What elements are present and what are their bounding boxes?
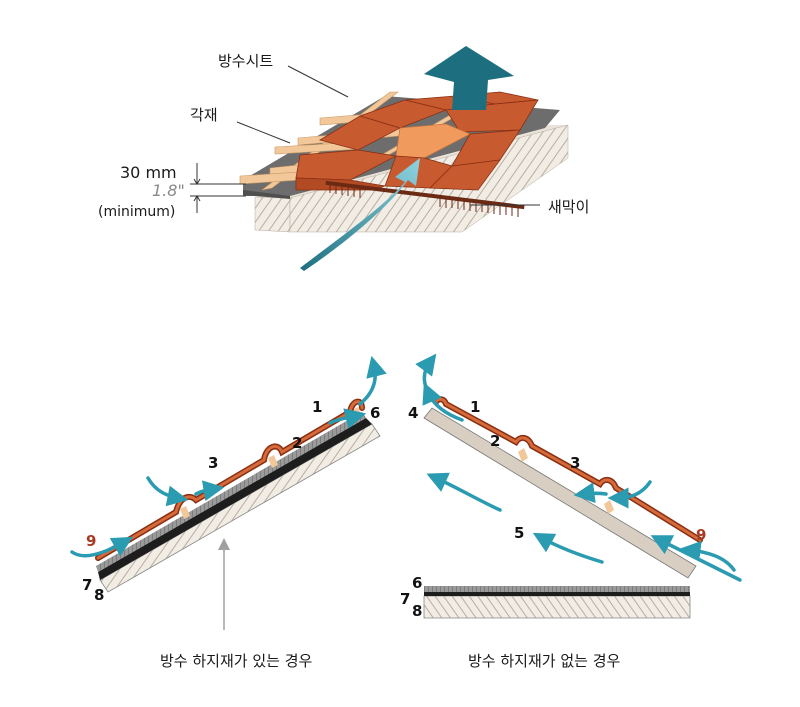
roof-tile xyxy=(295,149,398,181)
grey-layer xyxy=(96,412,366,572)
callout-3: 3 xyxy=(570,454,580,472)
callout-2: 2 xyxy=(490,432,500,450)
callout-9: 9 xyxy=(696,526,706,544)
right-caption: 방수 하지재가 없는 경우 xyxy=(468,652,621,670)
dimension-metric-label: 30 mm xyxy=(120,163,177,182)
ceiling-slab xyxy=(423,595,691,619)
left-section-illustration: 1 2 3 6 7 8 9 방수 하지재가 있는 경우 xyxy=(70,355,387,670)
underlay-membrane xyxy=(98,418,372,580)
callout-9: 9 xyxy=(86,532,96,550)
dimension-marker xyxy=(190,163,246,213)
membrane-leader-line xyxy=(287,65,349,98)
callout-4: 4 xyxy=(408,404,418,422)
callout-5: 5 xyxy=(514,524,524,542)
callout-8: 8 xyxy=(412,602,422,620)
airflow-arrows xyxy=(70,355,387,558)
deck-front xyxy=(254,196,291,233)
sloped-deck xyxy=(423,407,697,579)
ceiling-grey-layer xyxy=(424,586,690,592)
ceiling-membrane xyxy=(424,592,690,596)
roof-tile xyxy=(429,159,501,191)
callout-3: 3 xyxy=(208,454,218,472)
callout-8: 8 xyxy=(94,586,104,604)
airflow-arrows xyxy=(415,353,742,582)
exhaust-arrow-icon xyxy=(424,46,514,110)
roof-deck xyxy=(99,423,381,593)
callout-1: 1 xyxy=(470,398,480,416)
counter-batten-section xyxy=(518,448,528,462)
membrane-edge xyxy=(243,190,290,199)
dimension-note-label: (minimum) xyxy=(98,204,175,220)
counter-batten-section xyxy=(268,455,278,468)
counter-batten-section xyxy=(180,506,190,519)
airflow-arrow-icon xyxy=(300,158,420,271)
callout-7: 7 xyxy=(82,576,92,594)
right-section-illustration: 1 2 3 4 5 6 7 8 9 방수 하지재가 없는 경우 xyxy=(400,353,742,670)
membrane-label: 방수시트 xyxy=(218,52,273,70)
batten-leader-line xyxy=(236,121,291,144)
callout-2: 2 xyxy=(292,434,302,452)
batten-label: 각재 xyxy=(190,106,218,124)
callout-6: 6 xyxy=(412,574,422,592)
callout-7: 7 xyxy=(400,590,410,608)
dimension-imperial-label: 1.8" xyxy=(152,181,185,200)
bird-guard-comb xyxy=(325,180,525,217)
callout-6: 6 xyxy=(370,404,380,422)
roof-tile-highlight xyxy=(395,123,471,159)
pointer-arrow-head-icon xyxy=(218,538,230,550)
callout-1: 1 xyxy=(312,398,322,416)
left-caption: 방수 하지재가 있는 경우 xyxy=(160,652,313,670)
top-roof-illustration: 방수시트 각재 30 mm 1.8" (minimum) 새막이 xyxy=(98,46,589,271)
bird-guard-label: 새막이 xyxy=(548,198,589,216)
